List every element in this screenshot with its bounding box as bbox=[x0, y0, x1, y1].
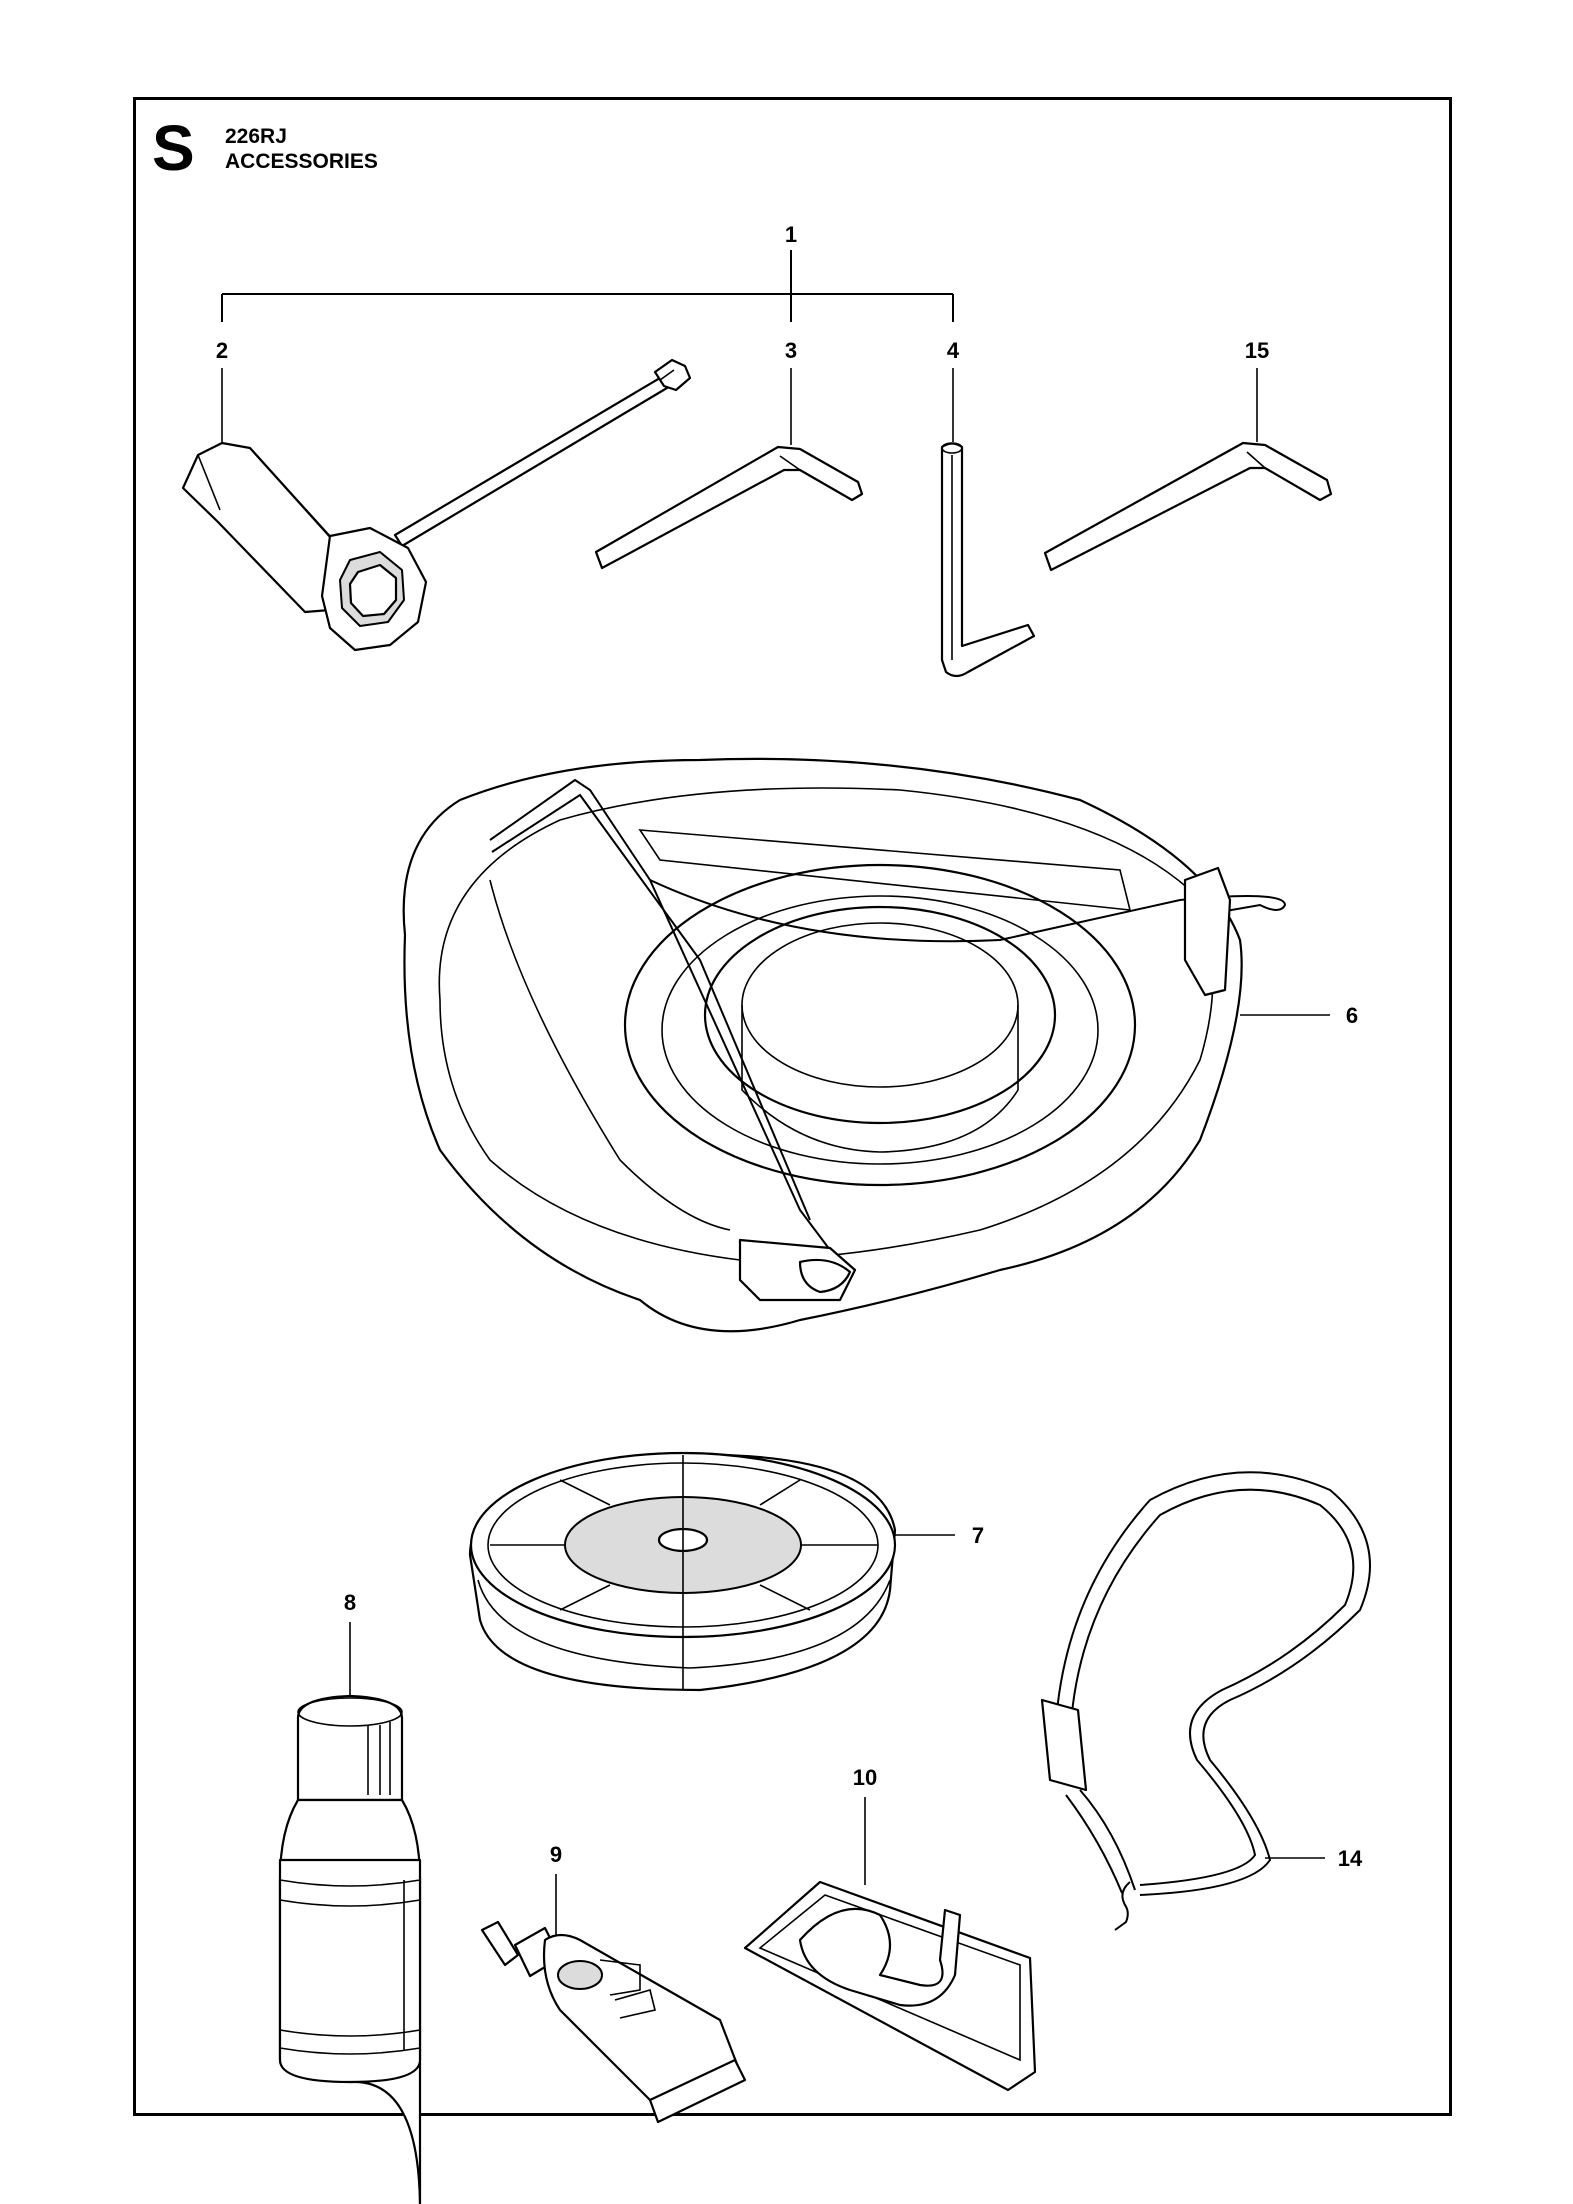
shoulder-strap bbox=[1040, 1471, 1371, 1931]
callout-8-label: 8 bbox=[344, 1590, 356, 1615]
grease-tube bbox=[480, 1920, 747, 2124]
oil-bottle bbox=[278, 1694, 422, 2204]
callout-7-label: 7 bbox=[972, 1523, 984, 1548]
callout-1-label: 1 bbox=[785, 222, 797, 247]
callout-3-label: 3 bbox=[785, 338, 797, 363]
callout-2-label: 2 bbox=[216, 338, 228, 363]
trimmer-guard bbox=[402, 757, 1287, 1333]
callout-10-label: 10 bbox=[853, 1765, 877, 1790]
model-number: 226RJ bbox=[225, 125, 287, 148]
section-letter: S bbox=[152, 112, 195, 184]
hex-key-3 bbox=[594, 445, 864, 570]
callout-1-bracket bbox=[221, 250, 954, 322]
hex-key-4 bbox=[940, 442, 1036, 678]
callout-15-label: 15 bbox=[1245, 338, 1269, 363]
callout-6-label: 6 bbox=[1346, 1003, 1358, 1028]
callout-4-label: 4 bbox=[947, 338, 960, 363]
diagram-frame bbox=[133, 97, 1452, 2116]
group-title: ACCESSORIES bbox=[225, 150, 378, 173]
callout-14-label: 14 bbox=[1338, 1846, 1363, 1871]
harness-bag bbox=[743, 1880, 1037, 2092]
trimmer-line-spool bbox=[468, 1451, 897, 1692]
spark-plug-wrench bbox=[181, 358, 692, 652]
hex-key-15 bbox=[1043, 441, 1333, 572]
callout-9-label: 9 bbox=[550, 1842, 562, 1867]
